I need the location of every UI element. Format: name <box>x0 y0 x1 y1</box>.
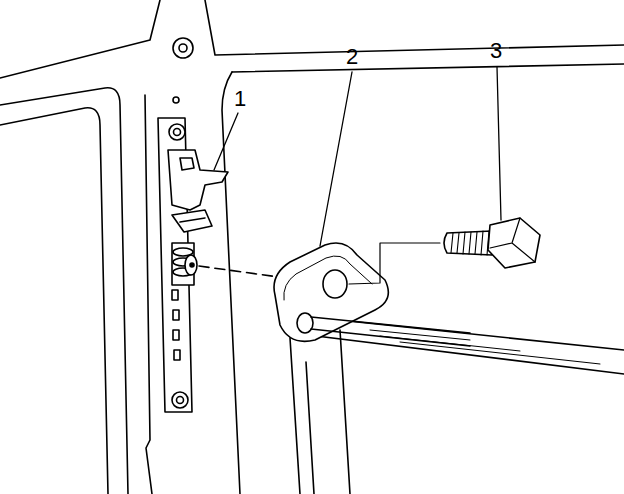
leader-line <box>497 67 501 220</box>
strap-shading <box>370 330 600 364</box>
frame-hole <box>173 38 193 58</box>
bolt <box>349 218 540 284</box>
leaders <box>214 67 501 246</box>
latch-spring <box>172 210 212 232</box>
hinge-bar <box>306 362 314 494</box>
leader-line <box>214 113 238 170</box>
callout-number: 2 <box>346 46 358 68</box>
frame-edge <box>222 72 240 494</box>
bolt-thread <box>451 231 489 255</box>
plate-edge <box>284 256 372 300</box>
callout-number: 3 <box>490 40 502 62</box>
check-strap <box>300 334 624 374</box>
rail-slot <box>172 290 178 300</box>
frame-edge <box>232 64 624 72</box>
hinge-bar <box>290 338 300 494</box>
rail-slot <box>173 310 179 320</box>
check-strap <box>300 316 624 350</box>
check-strap <box>311 317 470 346</box>
screw <box>177 397 184 404</box>
mounting-plate <box>274 243 470 346</box>
screw <box>174 129 181 136</box>
frame-hole <box>179 44 187 52</box>
frame-edge <box>0 0 160 78</box>
frame-edge <box>205 0 624 55</box>
bolt-path-line <box>349 243 440 284</box>
frame-hole <box>173 97 179 103</box>
ball-stud <box>185 255 197 275</box>
ball-stud <box>190 263 194 267</box>
latch-spring <box>180 218 205 222</box>
bolt-shank <box>444 231 492 255</box>
latch-claw <box>180 158 194 170</box>
plate-hole <box>323 270 347 298</box>
callout: 1 <box>234 88 246 110</box>
plate-hole <box>297 313 313 333</box>
window-channel <box>0 108 108 494</box>
plate <box>274 243 388 341</box>
hinge-bar <box>340 330 350 494</box>
ball-stud <box>172 243 194 285</box>
bolt-head <box>488 218 540 268</box>
window-channel <box>0 88 128 494</box>
screw <box>169 124 185 140</box>
bolt-head <box>490 218 535 262</box>
leader-line <box>320 72 352 246</box>
screw <box>172 392 188 408</box>
callout: 2 <box>346 46 358 68</box>
callout-number: 1 <box>234 88 246 110</box>
rail-slot <box>174 350 180 360</box>
pillar-edge <box>145 95 152 494</box>
check-link <box>290 316 624 494</box>
rail-slot <box>173 330 179 340</box>
callout: 3 <box>490 40 502 62</box>
